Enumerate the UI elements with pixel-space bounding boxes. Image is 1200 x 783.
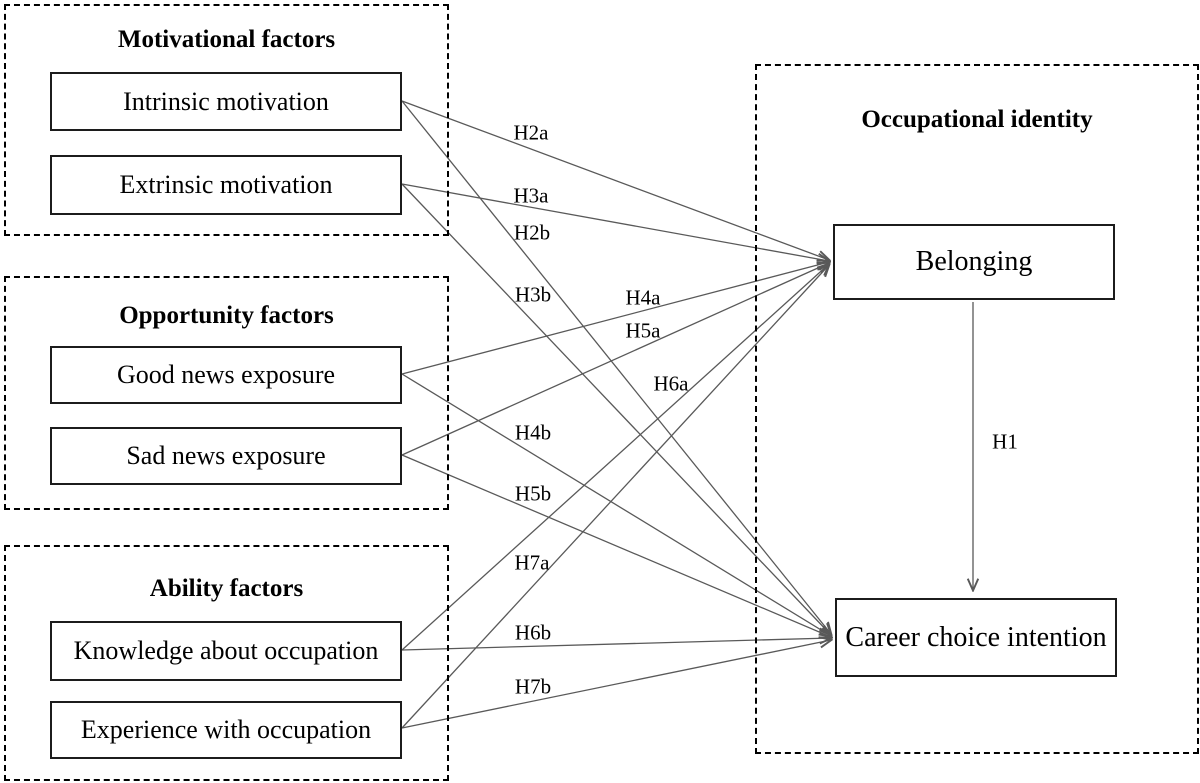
node-sad-news-exposure: Sad news exposure [50,427,402,485]
arrow-h3b [401,183,831,635]
hypothesis-label-h1: H1 [992,429,1018,454]
hypothesis-label-h3b: H3b [514,282,552,307]
arrow-h6a [401,264,829,651]
group-title-occupational-identity: Occupational identity [861,106,1093,133]
arrow-h5b [401,454,831,637]
hypothesis-label-h6a: H6a [653,371,689,396]
node-belonging: Belonging [833,224,1115,300]
arrow-h4b [401,373,831,636]
node-career-choice-intention: Career choice intention [835,598,1117,677]
node-knowledge-about-occupation: Knowledge about occupation [50,621,402,681]
hypothesis-label-h4b: H4b [514,420,552,445]
hypothesis-label-h7a: H7a [514,550,550,575]
hypothesis-label-h5a: H5a [625,318,661,343]
node-good-news-exposure: Good news exposure [50,346,402,404]
hypothesis-label-h7b: H7b [514,674,552,699]
arrow-h2a [401,100,829,260]
hypothesis-label-h5b: H5b [514,481,552,506]
node-intrinsic-motivation: Intrinsic motivation [50,72,402,131]
hypothesis-label-h3a: H3a [513,183,549,208]
arrow-h4a [401,262,829,375]
hypothesis-label-h2a: H2a [513,120,549,145]
node-experience-with-occupation: Experience with occupation [50,701,402,759]
hypothesis-label-h6b: H6b [514,620,552,645]
arrow-h7b [401,640,831,729]
group-occupational-identity: Occupational identity Belonging Career c… [755,64,1199,754]
group-title-motivational-factors: Motivational factors [117,26,336,53]
node-label: Sad news exposure [126,441,326,470]
group-title-ability-factors: Ability factors [149,575,304,602]
node-label: Extrinsic motivation [119,170,333,199]
arrow-h5a [401,263,829,456]
arrow-h3a [401,183,829,261]
hypothesis-label-h2b: H2b [513,220,551,245]
hypothesis-label-h4a: H4a [625,285,661,310]
arrow-h7a [401,265,829,729]
node-label: Career choice intention [845,621,1107,653]
group-opportunity-factors: Opportunity factors Good news exposure S… [4,276,449,510]
node-extrinsic-motivation: Extrinsic motivation [50,155,402,215]
group-ability-factors: Ability factors Knowledge about occupati… [4,545,449,781]
arrow-h2b [401,100,831,634]
node-label: Belonging [915,246,1033,277]
group-motivational-factors: Motivational factors Intrinsic motivatio… [4,4,449,236]
arrow-h6b [401,638,831,651]
node-label: Intrinsic motivation [123,86,329,116]
group-title-opportunity-factors: Opportunity factors [119,302,334,329]
node-label: Knowledge about occupation [73,636,379,665]
node-label: Good news exposure [116,360,336,389]
node-label: Experience with occupation [80,715,372,744]
